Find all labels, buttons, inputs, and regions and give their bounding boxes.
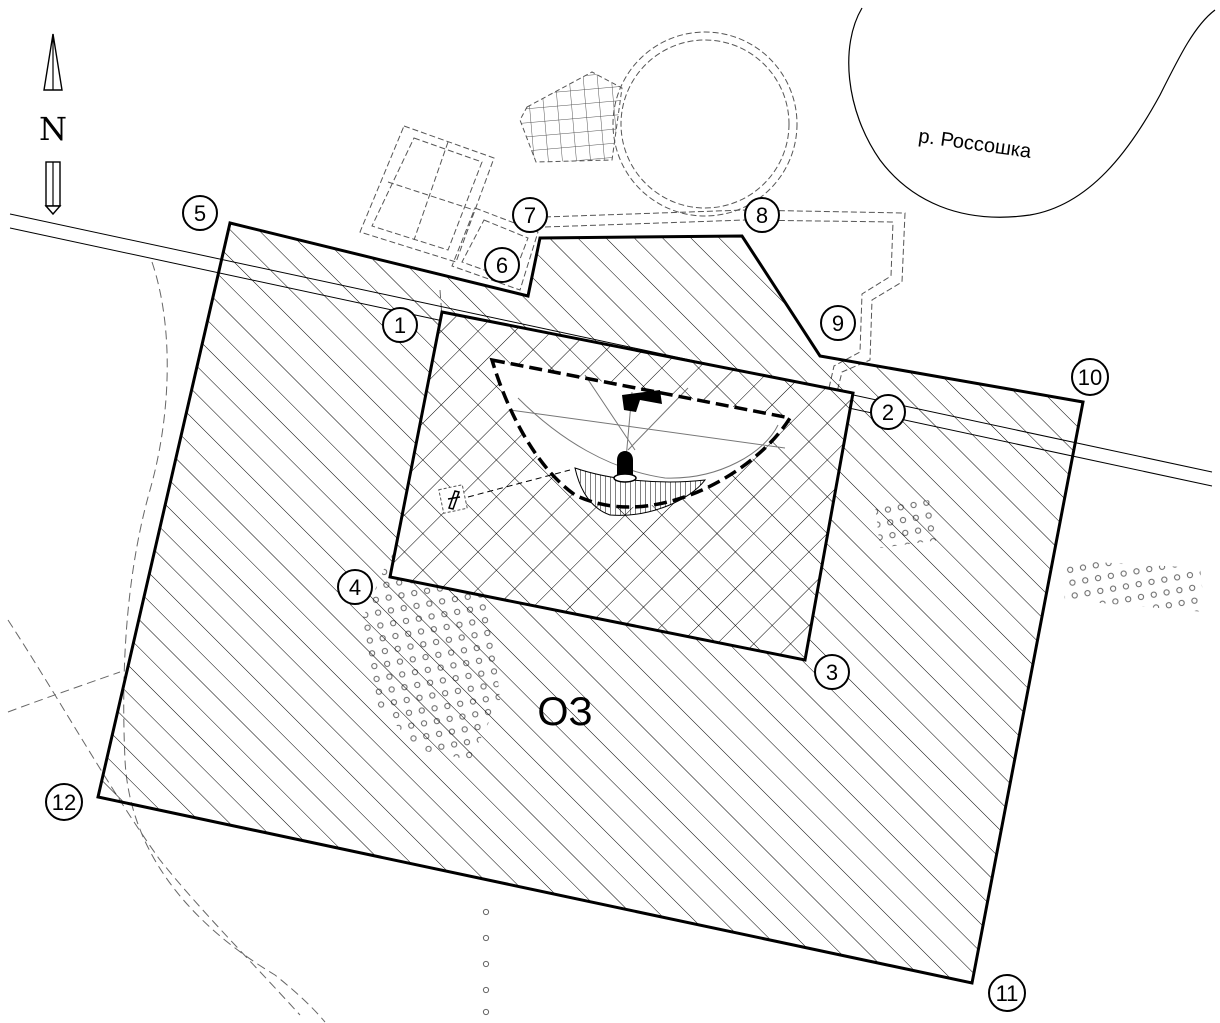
point-label: 10	[1078, 365, 1102, 390]
point-marker-9: 9	[820, 305, 856, 341]
grave-marker	[438, 484, 468, 514]
point-marker-12: 12	[45, 783, 83, 821]
point-marker-11: 11	[988, 974, 1026, 1012]
river-bank-line	[848, 7, 1216, 218]
zone-label: ОЗ	[537, 690, 592, 734]
point-marker-1: 1	[382, 307, 418, 343]
memorial-inner-arc	[517, 397, 779, 479]
point-label: 3	[826, 660, 838, 685]
point-marker-5: 5	[182, 195, 218, 231]
point-label: 7	[524, 203, 536, 228]
monument-symbol	[613, 451, 637, 483]
point-marker-2: 2	[870, 394, 906, 430]
point-label: 9	[832, 311, 844, 336]
point-label: 11	[996, 981, 1019, 1006]
point-label: 1	[394, 313, 406, 338]
path-to-monument	[467, 469, 571, 498]
point-marker-4: 4	[337, 569, 373, 605]
memorial-fill	[492, 360, 790, 508]
point-marker-10: 10	[1071, 358, 1109, 396]
point-label: 5	[194, 201, 206, 226]
dirt-track-short	[7, 671, 121, 713]
point-label: 12	[52, 790, 76, 815]
north-arrow	[43, 33, 63, 216]
point-marker-7: 7	[512, 197, 548, 233]
point-label: 4	[349, 575, 361, 600]
fenced-plots	[359, 125, 539, 291]
paved-area	[519, 71, 623, 163]
point-label: 8	[756, 203, 768, 228]
point-marker-6: 6	[484, 247, 520, 283]
tree-group-far-east	[1060, 560, 1205, 612]
tree-row-south	[482, 908, 490, 1016]
point-marker-3: 3	[814, 654, 850, 690]
dirt-road-southwest	[7, 619, 301, 1016]
point-label: 2	[882, 400, 894, 425]
memorial-entry-structure	[622, 390, 662, 412]
point-label: 6	[496, 253, 508, 278]
north-label: N	[39, 110, 67, 148]
point-marker-8: 8	[744, 197, 780, 233]
